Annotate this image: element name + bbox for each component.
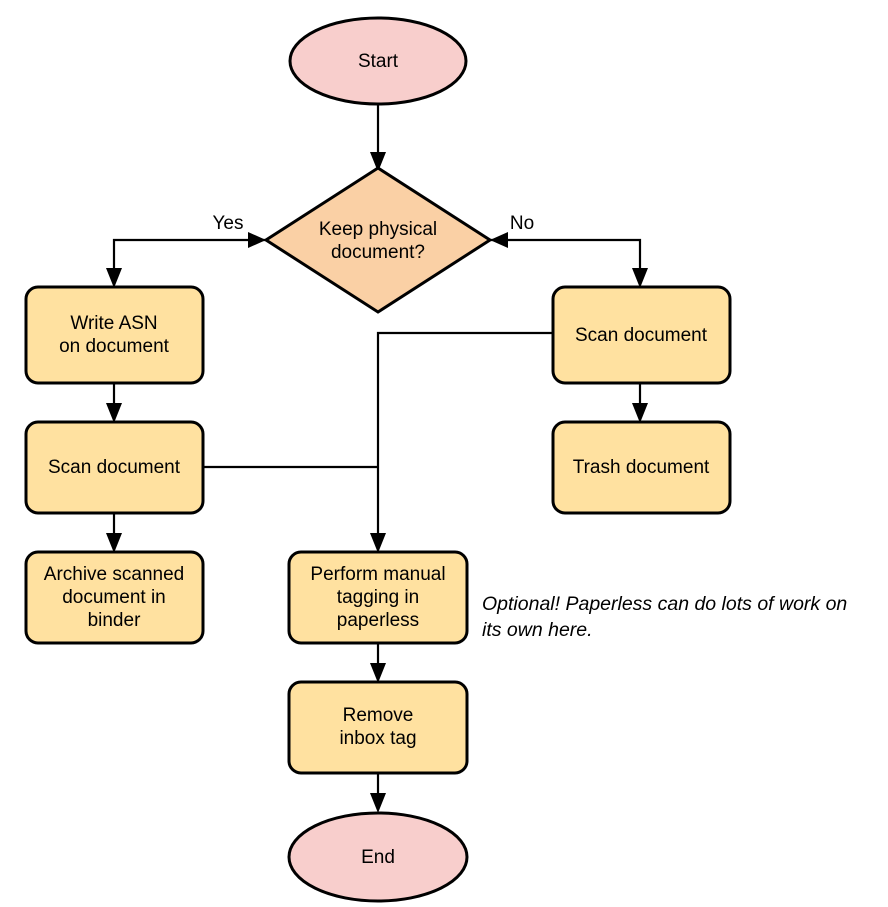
edge-decision-yes	[106, 232, 266, 288]
node-trash-document[interactable]: Trash document	[551, 420, 732, 515]
node-start-label: Start	[358, 51, 399, 72]
node-scan-document-right-label: Scan document	[575, 325, 708, 346]
node-write-asn-label-line1: Write ASN	[70, 313, 157, 334]
node-perform-manual-tagging[interactable]: Perform manual tagging in paperless	[287, 550, 469, 645]
node-scan-document-right[interactable]: Scan document	[551, 285, 732, 385]
node-write-asn-label-line2: on document	[59, 336, 170, 357]
edge-start-to-decision	[370, 104, 386, 172]
edge-decision-no	[490, 232, 648, 288]
node-decision-label-line2: document?	[331, 242, 425, 263]
node-scan-document-left-label: Scan document	[48, 457, 181, 478]
node-decision-label-line1: Keep physical	[319, 219, 437, 240]
node-remove-inbox-tag[interactable]: Remove inbox tag	[287, 680, 469, 775]
node-archive-label-line1: Archive scanned	[44, 564, 184, 585]
node-tagging-label-line3: paperless	[337, 610, 419, 631]
node-tagging-label-line1: Perform manual	[310, 564, 445, 585]
node-archive-label-line3: binder	[88, 610, 141, 631]
annotation-optional-note: Optional! Paperless can do lots of work …	[482, 593, 847, 641]
edge-tagging-to-removeinbox	[370, 643, 386, 683]
node-write-asn-on-document[interactable]: Write ASN on document	[24, 285, 205, 385]
edge-writeasn-to-scanleft	[106, 383, 122, 423]
node-archive-scanned-document[interactable]: Archive scanned document in binder	[24, 550, 205, 645]
node-start[interactable]: Start	[288, 16, 468, 106]
node-tagging-label-line2: tagging in	[337, 587, 419, 608]
edge-scanright-to-tagging	[370, 331, 553, 553]
node-remove-inbox-label-line1: Remove	[343, 705, 414, 726]
edge-scanright-to-trash	[632, 383, 648, 423]
edge-scanleft-to-archive	[106, 513, 122, 553]
edge-label-yes: Yes	[213, 213, 244, 234]
optional-note-line1: Optional! Paperless can do lots of work …	[482, 593, 847, 615]
node-end[interactable]: End	[287, 811, 469, 903]
node-end-label: End	[361, 847, 395, 868]
edge-removeinbox-to-end	[370, 773, 386, 813]
optional-note-line2: its own here.	[482, 619, 593, 641]
node-remove-inbox-label-line2: inbox tag	[339, 728, 416, 749]
node-scan-document-left[interactable]: Scan document	[24, 420, 205, 515]
node-archive-label-line2: document in	[62, 587, 166, 608]
node-decision-keep-physical-document[interactable]: Keep physical document?	[263, 166, 493, 314]
edge-label-no: No	[510, 213, 534, 234]
node-trash-document-label: Trash document	[573, 457, 710, 478]
